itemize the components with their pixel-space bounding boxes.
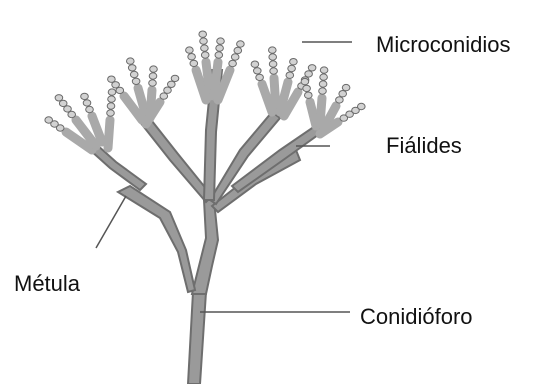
microconidium xyxy=(320,67,328,73)
microconidium xyxy=(319,81,327,87)
microconidium xyxy=(217,38,225,44)
microconidium xyxy=(253,68,261,74)
microconidium xyxy=(55,95,63,101)
microconidium xyxy=(358,103,366,109)
microconidium xyxy=(290,59,298,65)
microconidium xyxy=(160,93,168,99)
microconidium xyxy=(188,54,196,60)
microconidium xyxy=(201,52,209,58)
microconidium xyxy=(305,71,313,77)
microconidium xyxy=(286,72,294,78)
microconidium xyxy=(186,47,194,53)
microconidium xyxy=(269,61,277,67)
leader-metula xyxy=(96,196,126,248)
microconidium xyxy=(201,45,209,51)
microconidium xyxy=(288,65,296,71)
microconidium xyxy=(86,106,94,112)
microconidium xyxy=(45,117,53,123)
microconidium xyxy=(168,81,176,87)
microconidium xyxy=(83,100,91,106)
microconidium xyxy=(229,60,237,66)
phialide xyxy=(206,62,210,96)
microconidium xyxy=(339,91,347,97)
microconidium xyxy=(171,75,179,81)
microconidium xyxy=(336,97,344,103)
microconidium xyxy=(269,54,277,60)
microconidium xyxy=(127,58,135,64)
microconidium xyxy=(130,71,138,77)
microconidium xyxy=(128,65,136,71)
microconidium xyxy=(308,65,316,71)
microconidium xyxy=(107,110,115,116)
microconidium xyxy=(108,89,116,95)
label-metula: Métula xyxy=(14,273,80,295)
microconidium xyxy=(150,66,158,72)
microconidium xyxy=(301,78,309,84)
microconidium xyxy=(149,73,157,79)
microconidium xyxy=(190,60,198,66)
label-microconidios: Microconidios xyxy=(376,34,511,56)
microconidium xyxy=(256,74,264,80)
trunk-upper xyxy=(192,200,218,294)
microconidium xyxy=(107,103,115,109)
microconidium xyxy=(215,52,223,58)
microconidium xyxy=(269,47,277,53)
conidiophore-stalk xyxy=(188,292,206,384)
microconidium xyxy=(164,87,172,93)
microconidium xyxy=(200,38,208,44)
microconidium xyxy=(251,61,259,67)
microconidium xyxy=(216,45,224,51)
microconidium xyxy=(108,96,116,102)
microconidium xyxy=(149,80,157,86)
microconidium xyxy=(199,31,207,37)
label-fialides: Fiálides xyxy=(386,135,462,157)
microconidium xyxy=(320,74,328,80)
phialide xyxy=(274,78,276,110)
microconidium xyxy=(108,76,116,82)
branch-left-lower xyxy=(90,144,146,190)
metula-branch xyxy=(118,186,195,292)
microconidium xyxy=(234,47,242,53)
label-conidioforo: Conidióforo xyxy=(360,306,473,328)
branch-left xyxy=(140,116,212,202)
microconidium xyxy=(231,54,239,60)
phialide xyxy=(108,120,110,148)
microconidium xyxy=(303,85,311,91)
microconidium xyxy=(305,92,313,98)
phialide xyxy=(310,102,316,126)
phialide xyxy=(320,98,322,124)
microconidium xyxy=(270,68,278,74)
microconidium xyxy=(319,88,327,94)
microconidium xyxy=(81,93,89,99)
microconidium xyxy=(132,78,140,84)
microconidium xyxy=(237,41,245,47)
microconidium xyxy=(342,84,350,90)
